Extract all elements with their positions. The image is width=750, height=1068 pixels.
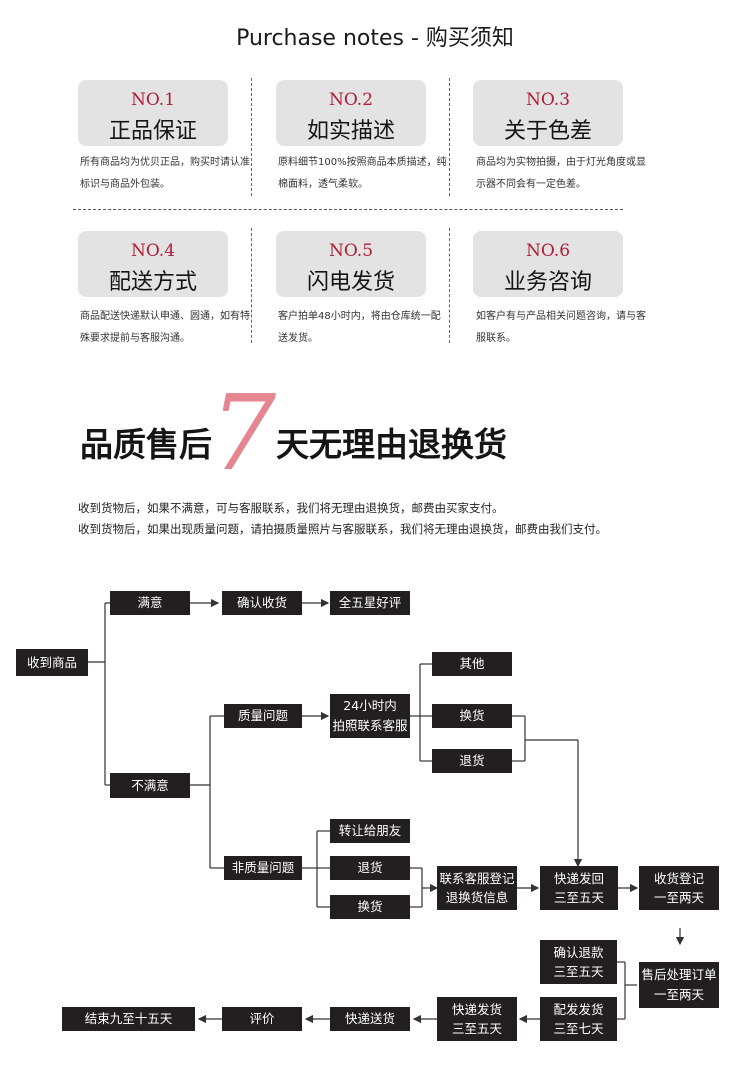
note-card-6: NO.6 业务咨询 — [473, 231, 623, 297]
flow-non-quality-issue: 非质量问题 — [224, 856, 302, 880]
flow-refund-line1: 确认退款 — [553, 945, 604, 960]
note-description: 商品配送快递默认申通、圆通，如有特殊要求提前与客服沟通。 — [80, 311, 250, 344]
flow-return-2: 退货 — [330, 856, 410, 880]
flow-contact-24h: 24小时内 拍照联系客服 — [330, 694, 410, 738]
note-card-2: NO.2 如实描述 — [276, 80, 426, 146]
note-card-5: NO.5 闪电发货 — [276, 231, 426, 297]
flow-exchange: 换货 — [432, 704, 512, 728]
flow-contact-24h-line1: 24小时内 — [343, 698, 397, 713]
divider — [449, 228, 450, 343]
flow-receive-register: 收货登记 一至两天 — [639, 866, 719, 910]
flow-express-line2: 三至五天 — [451, 1021, 502, 1036]
note-title: 关于色差 — [503, 119, 592, 144]
flow-confirm-receipt: 确认收货 — [222, 591, 302, 615]
note-description: 客户拍单48小时内，将由仓库统一配送发货。 — [278, 311, 441, 344]
flow-dispatch-line2: 三至七天 — [553, 1021, 604, 1036]
note-number: NO.3 — [525, 90, 571, 110]
note-number: NO.4 — [130, 241, 176, 261]
note-number: NO.6 — [525, 241, 571, 261]
flow-dispatch-line1: 配发发货 — [553, 1002, 604, 1017]
flow-exchange-2: 换货 — [330, 895, 410, 919]
note-description: 所有商品均为优贝正品，购买时请认准标识与商品外包装。 — [80, 157, 250, 190]
policy-line-1: 收到货物后，如果不满意，可与客服联系，我们将无理由退换货，邮费由买家支付。 — [78, 501, 504, 515]
note-title: 配送方式 — [108, 270, 197, 295]
flow-return: 退货 — [432, 749, 512, 773]
note-title: 业务咨询 — [503, 270, 592, 295]
note-number: NO.2 — [328, 90, 374, 110]
flow-confirm-refund: 确认退款 三至五天 — [540, 940, 617, 984]
flow-contact-24h-line2: 拍照联系客服 — [332, 718, 408, 733]
page-title: Purchase notes - 购买须知 — [236, 26, 514, 51]
flow-receive-register-line2: 一至两天 — [653, 890, 704, 905]
note-card-4: NO.4 配送方式 — [78, 231, 228, 297]
flow-after-sale-line1: 售后处理订单 — [641, 967, 717, 982]
banner-left-text: 品质售后 — [80, 425, 212, 464]
flow-express: 快递发货 三至五天 — [437, 997, 517, 1041]
banner-seven: 7 — [210, 372, 277, 494]
note-card-3: NO.3 关于色差 — [473, 80, 623, 146]
note-description: 商品均为实物拍摄，由于灯光角度或显示器不同会有一定色差。 — [476, 157, 646, 190]
flow-delivery: 快递送货 — [330, 1007, 410, 1031]
note-title: 正品保证 — [108, 119, 197, 144]
flow-satisfied: 满意 — [110, 591, 190, 615]
flow-receive-register-line1: 收货登记 — [653, 871, 704, 886]
note-card-1: NO.1 正品保证 — [78, 80, 228, 146]
banner-right-text: 天无理由退换货 — [276, 425, 507, 464]
flow-ship-back: 快递发回 三至五天 — [540, 866, 618, 910]
flow-unsatisfied: 不满意 — [110, 773, 190, 798]
divider — [251, 78, 252, 196]
policy-line-2: 收到货物后，如果出现质量问题，请拍摄质量照片与客服联系，我们将无理由退换货，邮费… — [78, 522, 607, 536]
flow-after-sale-line2: 一至两天 — [653, 987, 704, 1002]
flow-after-sale: 售后处理订单 一至两天 — [639, 962, 719, 1008]
flow-refund-line2: 三至五天 — [553, 964, 604, 979]
flow-register-line1: 联系客服登记 — [439, 871, 515, 886]
flow-express-line1: 快递发货 — [451, 1002, 502, 1017]
note-title: 闪电发货 — [306, 270, 395, 295]
flow-end: 结束九至十五天 — [62, 1007, 195, 1031]
divider — [73, 209, 623, 210]
flow-ship-back-line1: 快递发回 — [553, 871, 604, 886]
divider — [449, 78, 450, 196]
note-description: 如客户有与产品相关问题咨询，请与客服联系。 — [476, 311, 646, 344]
flow-dispatch: 配发发货 三至七天 — [540, 997, 617, 1041]
flow-review: 评价 — [222, 1007, 302, 1031]
flow-transfer: 转让给朋友 — [330, 819, 410, 843]
flow-ship-back-line2: 三至五天 — [553, 890, 604, 905]
flow-five-star: 全五星好评 — [330, 591, 410, 615]
divider — [251, 228, 252, 343]
note-title: 如实描述 — [306, 119, 395, 144]
note-number: NO.1 — [130, 90, 176, 110]
flow-other: 其他 — [432, 652, 512, 676]
flow-quality-issue: 质量问题 — [224, 704, 302, 728]
note-number: NO.5 — [328, 241, 374, 261]
note-description: 原料细节100%按照商品本质描述，纯棉面料，透气柔软。 — [278, 157, 447, 190]
flow-received: 收到商品 — [16, 649, 88, 676]
flow-register-info: 联系客服登记 退换货信息 — [437, 866, 517, 910]
flow-register-line2: 退换货信息 — [445, 890, 509, 905]
